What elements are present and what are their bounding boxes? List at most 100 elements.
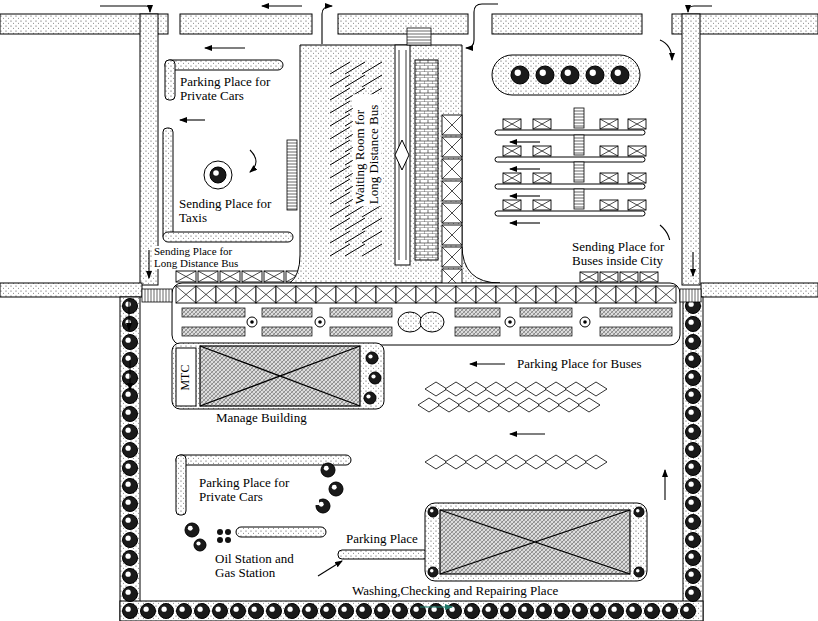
tree-highlight	[689, 536, 694, 541]
bus-platform	[495, 157, 645, 162]
bus-stall	[485, 455, 507, 469]
crossed-box-diagonal	[600, 200, 618, 210]
crossed-box-diagonal	[533, 173, 551, 183]
flower-bed	[247, 317, 257, 327]
crossed-box	[476, 286, 496, 303]
crossed-box	[416, 286, 436, 303]
crossed-box	[196, 286, 216, 303]
bus-stall	[565, 382, 587, 396]
crossed-box-diagonal	[536, 286, 556, 303]
crossed-box-diagonal	[628, 173, 646, 183]
crossed-box-diagonal	[442, 225, 462, 245]
tree-symbol	[573, 604, 588, 619]
tree-highlight	[252, 607, 257, 612]
crossed-box-diagonal	[496, 286, 516, 303]
stair-symbol	[407, 28, 431, 45]
tree-highlight	[689, 500, 694, 505]
manage-building	[200, 346, 360, 406]
tree-highlight	[636, 569, 640, 573]
bus-stall	[518, 398, 540, 412]
crossed-box-diagonal	[242, 271, 262, 282]
stair-symbol	[680, 289, 701, 302]
site-label: Waiting Room for Long Distance Bus	[353, 94, 382, 206]
building-cross	[440, 510, 630, 574]
site-label: Parking Place for Private Cars	[178, 75, 294, 104]
stipple-band	[176, 455, 186, 515]
crossed-box	[220, 271, 240, 282]
crossed-box	[356, 286, 376, 303]
tree-highlight	[270, 607, 275, 612]
site-label: Parking Place for Buses	[515, 357, 644, 371]
crossed-box	[640, 272, 658, 282]
tree-highlight	[288, 607, 293, 612]
tree-symbol	[329, 482, 343, 496]
crossed-box	[436, 286, 456, 303]
crossed-box	[216, 286, 236, 303]
traffic-arrow	[180, 119, 205, 120]
tree-symbol	[194, 539, 206, 551]
site-label: Parking Place	[344, 532, 420, 546]
crossed-box-diagonal	[503, 173, 521, 183]
tree-highlight	[689, 518, 694, 523]
tree-symbol	[123, 335, 138, 350]
bus-stall	[585, 382, 607, 396]
tree-symbol	[686, 533, 701, 548]
tree-symbol	[210, 167, 226, 183]
stipple-band	[492, 14, 642, 34]
washing-building	[440, 510, 630, 574]
garden-strip	[182, 327, 245, 336]
bus-stall	[538, 398, 560, 412]
tree-symbol	[369, 372, 381, 384]
stipple-band	[682, 14, 700, 285]
stipple-band	[338, 14, 468, 34]
fuel-pump	[217, 529, 223, 535]
crossed-box-diagonal	[600, 272, 618, 282]
tree-symbol	[123, 569, 138, 584]
bus-stall	[445, 382, 467, 396]
tree-symbol	[555, 604, 570, 619]
crossed-box	[533, 146, 551, 156]
traffic-arrow	[664, 470, 665, 500]
tree-symbol	[428, 567, 438, 577]
crossed-box-diagonal	[256, 286, 276, 303]
tree-highlight	[198, 607, 203, 612]
tree-highlight	[522, 607, 527, 612]
tree-highlight	[319, 502, 324, 507]
plan	[0, 4, 818, 621]
stair-symbol	[574, 189, 584, 209]
traffic-arrow	[692, 252, 693, 276]
stipple-band	[120, 601, 703, 621]
crossed-box-diagonal	[636, 286, 656, 303]
tree-symbol	[686, 515, 701, 530]
crossed-box-diagonal	[580, 272, 598, 282]
garden-strip	[600, 327, 672, 336]
crossed-box-diagonal	[436, 286, 456, 303]
crossed-box-diagonal	[198, 271, 218, 282]
bus-stall	[498, 398, 520, 412]
tree-symbol	[681, 604, 696, 619]
tree-highlight	[504, 607, 509, 612]
bus-stall	[585, 455, 607, 469]
site-label: Parking Place for Private Cars	[197, 476, 319, 505]
tree-symbol	[267, 604, 282, 619]
crossed-box-diagonal	[442, 115, 462, 135]
site-label: Sending Place for Buses inside City	[570, 240, 680, 269]
bus-platform	[495, 130, 645, 135]
garden-island	[492, 55, 640, 95]
crossed-box	[580, 272, 598, 282]
tree-highlight	[468, 607, 473, 612]
tree-symbol	[123, 317, 138, 332]
tree-symbol	[686, 371, 701, 386]
tree-symbol	[123, 587, 138, 602]
tree-highlight	[689, 320, 694, 325]
main-platform	[172, 283, 680, 345]
crossed-box	[503, 119, 521, 129]
tree-symbol	[483, 604, 498, 619]
tree-highlight	[126, 320, 131, 325]
tree-highlight	[126, 446, 131, 451]
bus-stall	[545, 455, 567, 469]
site-label: Sending Place for Long Distance Bus	[152, 246, 251, 269]
tree-symbol	[123, 461, 138, 476]
traffic-arrow	[205, 47, 245, 48]
